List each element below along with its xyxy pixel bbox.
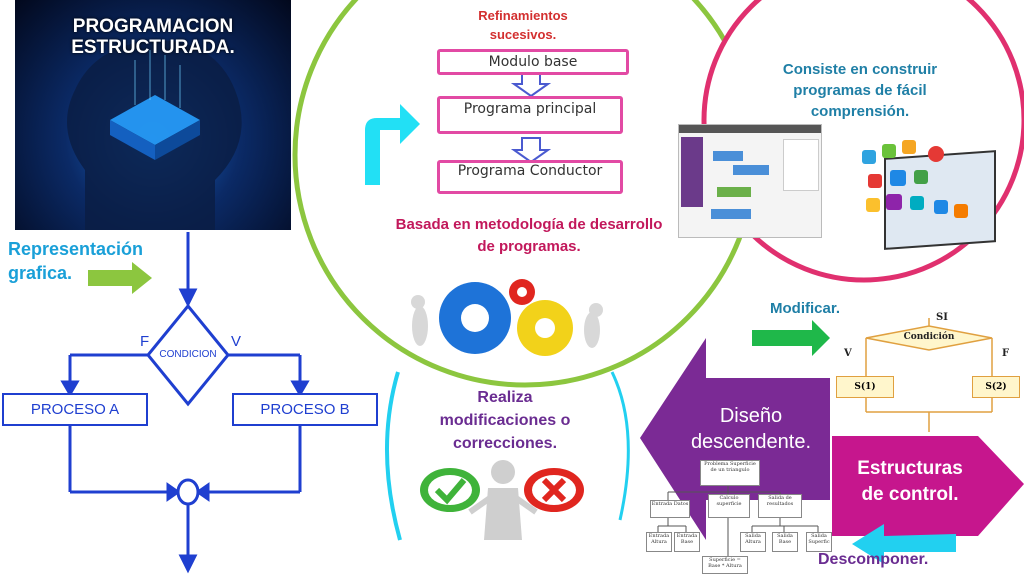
realiza-arc <box>385 371 402 541</box>
tree-leaf-box: Entrada Base <box>674 532 700 552</box>
app-icon <box>934 200 948 214</box>
yes-label: SI <box>936 312 948 323</box>
representation-line1: Representación <box>8 239 144 259</box>
realiza-line1: Realiza <box>477 389 533 406</box>
app-icon <box>890 170 906 186</box>
driver-program-box: Programa Conductor <box>437 160 623 194</box>
condition-label: CONDICION <box>159 349 217 360</box>
app-icon <box>954 204 968 218</box>
methodology-line1: Basada en metodología de desarrollo <box>395 216 663 233</box>
process-b-box: PROCESO B <box>232 393 378 426</box>
design-arrow <box>640 338 830 540</box>
methodology-line2: de programas. <box>477 238 581 255</box>
gears-illustration <box>411 279 603 356</box>
hero-image: PROGRAMACION ESTRUCTURADA. <box>15 0 291 230</box>
app-icon <box>928 146 944 162</box>
right-condition-label: Condición <box>903 332 955 342</box>
screenshot-panel <box>783 139 819 191</box>
tree-mid-box: Calculo superficie <box>708 494 750 518</box>
modify-arrow <box>752 320 830 356</box>
tree-leaf-box: Salida Superfic <box>806 532 832 552</box>
tree-root-box: Problema Superficie de un triangulo <box>700 460 760 486</box>
consists-text: Consiste en construir programas de fácil… <box>756 59 964 122</box>
screenshot-node <box>717 187 751 197</box>
check-cross-illustration <box>420 460 584 540</box>
apps-illustration <box>862 140 996 250</box>
head-chip-graphic <box>67 40 242 230</box>
tree-leaf-box: Salida Base <box>772 532 798 552</box>
representation-line2: grafica. <box>8 263 73 283</box>
structures-line1: Estructuras <box>857 458 963 479</box>
consists-line2: programas de fácil <box>793 82 927 99</box>
f-label: F <box>1002 348 1010 359</box>
main-program-box: Programa principal <box>437 96 623 134</box>
decompose-label: Descomponer. <box>818 551 929 568</box>
s1-box: S(1) <box>836 376 894 398</box>
tree-leaf-box: Entrada Altura <box>646 532 672 552</box>
representation-text: Representación grafica. <box>8 237 143 285</box>
representation-arrow <box>88 262 152 294</box>
decompose-arrow <box>852 524 956 564</box>
methodology-text: Basada en metodología de desarrollo de p… <box>376 214 682 258</box>
tree-bottom-box: Superficie = Base * Altura <box>702 556 748 574</box>
refinement-arrows <box>510 71 552 164</box>
tree-mid-box: Entrada Datos <box>650 500 690 518</box>
cyan-bent-arrow <box>365 104 420 185</box>
app-icon <box>882 144 896 158</box>
hero-title: PROGRAMACION ESTRUCTURADA. <box>15 16 291 58</box>
refinements-title-line2: sucesivos. <box>489 27 557 42</box>
structures-text: Estructuras de control. <box>840 456 980 508</box>
consists-line3: comprensión. <box>810 103 910 120</box>
realiza-text: Realiza modificaciones o correcciones. <box>416 386 594 455</box>
left-flowchart <box>60 232 310 574</box>
screenshot-titlebar <box>679 125 821 133</box>
consists-line1: Consiste en construir <box>782 61 938 78</box>
structures-line2: de control. <box>861 484 959 505</box>
true-label: V <box>231 333 242 350</box>
app-icon <box>914 170 928 184</box>
design-line1: Diseño <box>719 405 783 427</box>
v-label: V <box>844 348 852 359</box>
modify-label: Modificar. <box>770 300 841 317</box>
screenshot-node <box>733 165 769 175</box>
app-icon <box>902 140 916 154</box>
process-a-box: PROCESO A <box>2 393 148 426</box>
design-line2: descendente. <box>690 431 812 453</box>
realiza-line2: modificaciones o <box>439 412 571 429</box>
screenshot-node <box>711 209 751 219</box>
realiza-line3: correcciones. <box>452 435 558 452</box>
design-text: Diseño descendente. <box>676 403 826 455</box>
app-icon <box>868 174 882 188</box>
software-screenshot <box>678 124 822 238</box>
module-base-box: Modulo base <box>437 49 629 75</box>
screenshot-node <box>713 151 743 161</box>
realiza-arc-right <box>610 371 630 521</box>
hero-title-line2: ESTRUCTURADA. <box>71 37 235 58</box>
refinements-title-line1: Refinamientos <box>478 8 568 23</box>
hero-title-line1: PROGRAMACION <box>72 16 234 37</box>
app-icon <box>910 196 924 210</box>
refinements-title: Refinamientos sucesivos. <box>448 6 598 44</box>
tree-mid-box: Salida de resultados <box>758 494 802 518</box>
app-icon <box>886 194 902 210</box>
app-icon <box>862 150 876 164</box>
right-flowchart <box>865 318 993 432</box>
tree-leaf-box: Salida Altura <box>740 532 766 552</box>
false-label: F <box>140 333 150 350</box>
app-icon <box>866 198 880 212</box>
screenshot-sidebar <box>681 137 703 207</box>
s2-box: S(2) <box>972 376 1020 398</box>
structures-arrow <box>832 436 1024 536</box>
